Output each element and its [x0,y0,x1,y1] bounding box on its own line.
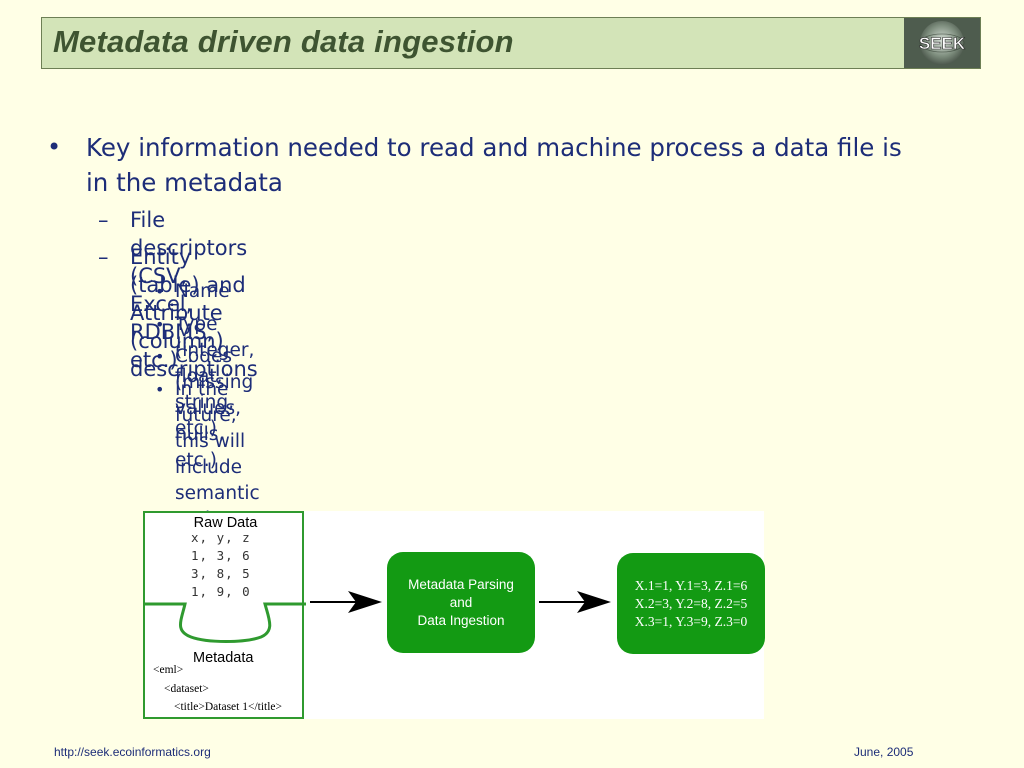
dot-marker: • [155,282,165,301]
raw-data-line: 1, 3, 6 [191,548,251,563]
logo-text: SEEK [919,34,966,53]
parsing-line: Metadata Parsing [408,576,514,592]
raw-data-line: 1, 9, 0 [191,584,251,599]
output-values-box: X.1=1, Y.1=3, Z.1=6 X.2=3, Y.2=8, Z.2=5 … [617,553,765,654]
output-line: X.2=3, Y.2=8, Z.2=5 [634,595,748,611]
footer-url: http://seek.ecoinformatics.org [54,745,211,759]
dot-marker: • [155,347,165,366]
eml-line: <title>Dataset 1</title> [174,701,283,713]
subsub-bullet-semantic: In the future, this will include semanti… [175,379,260,530]
seek-logo: SEEK [904,18,980,68]
dot-marker: • [155,315,165,334]
raw-data-line: 3, 8, 5 [191,566,251,581]
raw-data-box: Raw Data x, y, z 1, 3, 6 3, 8, 5 1, 9, 0… [143,511,306,719]
dash-marker: – [98,245,109,269]
main-bullet: Key information needed to read and machi… [86,130,976,200]
arrow-icon [539,591,611,613]
arrow-icon [310,591,382,613]
sub-bullet-entity-attribute: Entity (table) and Attribute (column) de… [130,245,258,381]
raw-data-line: x, y, z [191,530,251,545]
ingestion-diagram: Raw Data x, y, z 1, 3, 6 3, 8, 5 1, 9, 0… [143,511,765,719]
main-bullet-line-1: Key information needed to read and machi… [86,133,902,162]
eml-line: <eml> [153,664,184,676]
title-bar: Metadata driven data ingestion SEEK [41,17,981,69]
dot-marker: • [155,380,165,399]
subsub-bullet-codes: Codes (missing values, nulls, etc.) [175,346,254,471]
parsing-line: and [449,594,473,610]
footer-date: June, 2005 [854,745,914,759]
metadata-divider-shape [145,602,306,643]
subsub-bullet-type: Type (integer, float, string, etc.) [175,314,255,439]
dash-marker: – [98,208,109,232]
bullet-marker: • [47,133,62,161]
metadata-parsing-box: Metadata Parsing and Data Ingestion [387,552,535,653]
main-bullet-line-2: in the metadata [86,168,283,197]
parsing-line: Data Ingestion [417,612,505,628]
output-line: X.1=1, Y.1=3, Z.1=6 [634,577,748,593]
raw-data-title: Raw Data [193,515,258,531]
eml-line: <dataset> [164,683,209,695]
output-line: X.3=1, Y.3=9, Z.3=0 [634,613,748,629]
subsub-bullet-name: Name [175,281,230,302]
sub-bullet-file-descriptors: File descriptors (CSV, Excel, RDBMS, etc… [130,208,248,372]
slide-title: Metadata driven data ingestion [53,24,514,59]
metadata-label: Metadata [193,650,254,666]
